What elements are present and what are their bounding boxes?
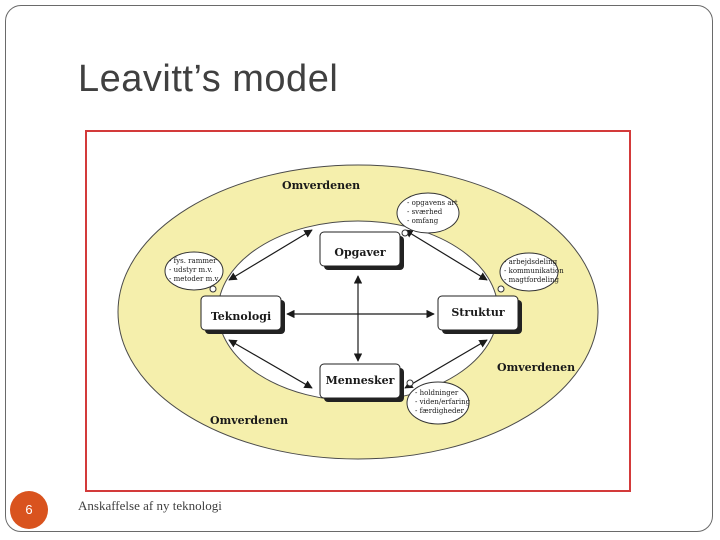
environment-label-right: Omverdenen [497,361,575,374]
environment-label-bottom: Omverdenen [210,414,288,427]
node-opgaver: Opgaver [319,231,404,270]
node-struktur: Struktur [437,295,522,334]
note-mennesker-line-1: - holdninger [415,389,459,397]
footer-text: Anskaffelse af ny teknologi [78,498,222,513]
arrow-teknologi-mennesker [228,339,313,389]
node-mennesker-label: Mennesker [326,374,395,387]
leavitt-diagram: Opgaver Teknologi Struktur Mennesker Omv… [85,130,631,492]
note-teknologi-line-2: - udstyr m.v. [169,266,213,274]
note-bubble-teknologi: - fys. rammer - udstyr m.v. - metoder m.… [164,251,224,293]
note-teknologi-line-3: - metoder m.v. [169,275,220,283]
node-teknologi: Teknologi [200,295,285,334]
note-opgaver-line-1: - opgavens art [407,199,458,207]
note-struktur-line-3: - magtfordeling [504,276,559,284]
arrow-opgaver-struktur [404,229,488,281]
note-teknologi-line-1: - fys. rammer [169,257,217,265]
note-struktur-line-2: - kommunikation [504,267,564,275]
arrow-struktur-mennesker [404,339,488,389]
note-opgaver-line-2: - sværhed [407,208,443,216]
note-bubble-mennesker: - holdninger - viden/erfaring - færdighe… [406,379,471,425]
slide-title: Leavitt’s model [78,58,339,100]
arrow-opgaver-teknologi [228,229,313,281]
note-bubble-struktur: - arbejdsdeling - kommunikation - magtfo… [497,252,564,293]
note-struktur-line-1: - arbejdsdeling [504,258,558,266]
note-bubble-opgaver: - opgavens art - sværhed - omfang [396,192,460,237]
environment-label-top: Omverdenen [282,179,360,192]
page-number-badge: 6 [10,491,48,529]
node-opgaver-label: Opgaver [334,246,385,259]
note-mennesker-line-3: - færdigheder [415,407,465,415]
node-teknologi-label: Teknologi [211,310,271,323]
note-opgaver-line-3: - omfang [407,217,439,225]
node-mennesker: Mennesker [319,363,404,402]
diagram-canvas: Opgaver Teknologi Struktur Mennesker Omv… [117,164,599,460]
note-mennesker-line-2: - viden/erfaring [415,398,471,406]
node-struktur-label: Struktur [451,306,505,319]
